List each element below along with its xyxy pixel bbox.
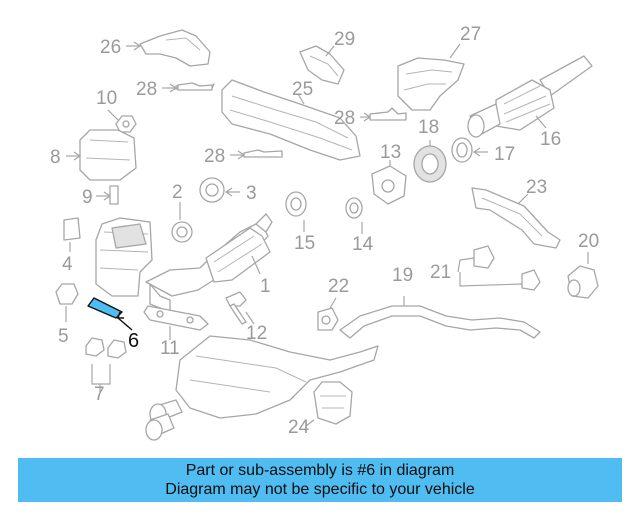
part-5-nut[interactable] xyxy=(55,283,79,322)
part-22-hanger[interactable] xyxy=(317,297,339,331)
label-27: 27 xyxy=(460,24,481,45)
exhaust-parts-diagram: 1 2 3 4 5 6 7 8 9 10 11 12 13 14 15 16 1… xyxy=(50,24,599,441)
banner-line-1: Part or sub-assembly is #6 in diagram xyxy=(185,462,455,479)
label-5: 5 xyxy=(58,326,69,347)
part-6-gasket-highlighted[interactable] xyxy=(87,297,133,331)
label-22: 22 xyxy=(328,276,349,297)
label-1: 1 xyxy=(260,276,271,297)
label-3: 3 xyxy=(246,183,257,204)
label-15: 15 xyxy=(294,233,315,254)
label-26: 26 xyxy=(100,37,121,58)
label-28c: 28 xyxy=(334,108,355,129)
banner-line-2: Diagram may not be specific to your vehi… xyxy=(165,481,475,498)
part-29-heat-shield[interactable] xyxy=(299,45,345,85)
part-11-flange-bracket[interactable] xyxy=(143,305,209,340)
label-12: 12 xyxy=(246,323,267,344)
part-20-clamp[interactable] xyxy=(567,252,599,299)
exhaust-manifold-assembly xyxy=(95,217,153,297)
label-25: 25 xyxy=(292,79,313,100)
label-16: 16 xyxy=(540,129,561,150)
label-4: 4 xyxy=(62,254,73,275)
label-9: 9 xyxy=(82,187,93,208)
part-24-bracket[interactable] xyxy=(305,381,353,427)
label-8: 8 xyxy=(50,147,61,168)
label-17: 17 xyxy=(494,144,515,165)
label-6: 6 xyxy=(128,330,139,352)
part-19-intermediate-pipe[interactable] xyxy=(339,296,541,339)
label-28a: 28 xyxy=(136,79,157,100)
part-12-bolt[interactable] xyxy=(225,291,255,325)
label-14: 14 xyxy=(352,234,374,255)
label-11: 11 xyxy=(160,338,180,359)
part-28-bracket-right[interactable] xyxy=(360,107,407,122)
part-26-heat-shield[interactable] xyxy=(126,29,211,67)
part-10-nut[interactable] xyxy=(107,109,137,133)
part-25-tunnel-heat-shield[interactable] xyxy=(221,79,361,161)
part-27-heat-shield-bracket[interactable] xyxy=(397,43,465,111)
part-21-hangers[interactable] xyxy=(457,245,541,291)
part-4-insulator[interactable] xyxy=(63,217,81,252)
label-2: 2 xyxy=(172,182,183,203)
label-21: 21 xyxy=(430,262,451,283)
info-banner: Part or sub-assembly is #6 in diagram Di… xyxy=(18,458,622,502)
part-9-bolt[interactable] xyxy=(96,185,119,205)
part-2-gasket[interactable] xyxy=(171,202,193,243)
label-10: 10 xyxy=(96,88,117,109)
label-13: 13 xyxy=(380,142,401,163)
label-20: 20 xyxy=(578,231,599,252)
label-19: 19 xyxy=(392,265,413,286)
part-16-converter[interactable] xyxy=(467,55,593,138)
part-8-mount[interactable] xyxy=(66,129,137,181)
label-28b: 28 xyxy=(204,146,225,167)
label-24: 24 xyxy=(288,417,310,438)
label-29: 29 xyxy=(334,29,355,50)
label-7: 7 xyxy=(94,384,105,405)
part-28-bracket-upper[interactable] xyxy=(162,82,215,93)
part-17-gasket[interactable] xyxy=(451,137,488,163)
part-15-gasket[interactable] xyxy=(285,191,307,232)
label-18: 18 xyxy=(418,117,439,138)
rear-muffler xyxy=(145,335,379,441)
part-28-bracket-middle[interactable] xyxy=(230,149,283,160)
part-3-gasket[interactable] xyxy=(199,177,240,203)
part-7-nuts[interactable] xyxy=(85,337,127,392)
part-13-clamp[interactable] xyxy=(371,160,407,205)
part-14-gasket[interactable] xyxy=(345,197,363,234)
part-18-flange[interactable] xyxy=(413,140,447,183)
label-23: 23 xyxy=(526,177,547,198)
part-1-front-pipe[interactable] xyxy=(145,213,273,313)
part-23-heat-shield[interactable] xyxy=(471,187,561,249)
